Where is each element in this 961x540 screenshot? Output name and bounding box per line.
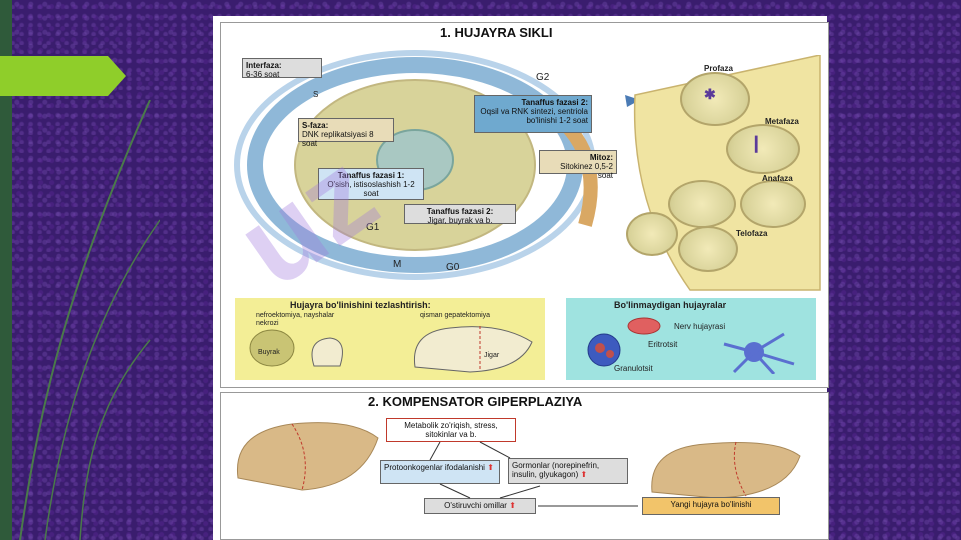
- anafaza-label: Anafaza: [762, 174, 793, 183]
- kidney-label: Buyrak: [258, 349, 280, 356]
- sfaza-box: S-faza:DNK replikatsiyasi 8 soat: [298, 118, 394, 148]
- tanaffus2-bottom-box: Tanaffus fazasi 2:Jigar, buyrak va b.: [404, 204, 516, 225]
- cycle-label-m2: M: [393, 259, 402, 270]
- profaza-cell: [680, 72, 750, 126]
- profaza-chromosomes: ✱: [704, 86, 716, 102]
- accelerate-left-note: nefroektomiya, nayshalar nekrozi: [256, 312, 335, 327]
- metafaza-label: Metafaza: [765, 117, 799, 126]
- anafaza-cell-2: [740, 180, 806, 228]
- blood-cells-illustration: [587, 317, 795, 374]
- section1-title: 1. HUJAYRA SIKLI: [440, 25, 553, 40]
- liver-label: Jigar: [484, 352, 500, 359]
- cycle-label-g2: G2: [536, 72, 550, 83]
- liver-left-illustration: [236, 422, 379, 491]
- cycle-label-s: S: [313, 90, 319, 99]
- decorative-lines: [19, 100, 160, 540]
- tanaffus2-top-box: Tanaffus fazasi 2:Oqsil va RNK sintezi, …: [474, 95, 592, 133]
- nondividing-title: Bo'linmaydigan hujayralar: [614, 300, 727, 310]
- metafaza-cell: [726, 124, 800, 174]
- mitoz-box: Mitoz:Sitokinez 0,5-2 soat: [539, 150, 617, 180]
- cycle-label-g1: G1: [366, 222, 380, 233]
- liver-right-illustration: [651, 441, 801, 499]
- interfaza-box: Interfaza:6-36 soat: [242, 58, 322, 79]
- cycle-label-g0: G0: [446, 262, 460, 273]
- telofaza-label: Telofaza: [736, 229, 768, 238]
- erythrocyte-label: Eritrotsit: [648, 340, 678, 349]
- accelerate-title: Hujayra bo'linishini tezlashtirish:: [290, 300, 431, 310]
- metafaza-chromosomes: ┃: [752, 136, 761, 152]
- kidney-illustration: [249, 329, 343, 367]
- granulocyte-label: Granulotsit: [614, 364, 653, 373]
- left-accent-bar: [0, 0, 12, 540]
- metabolic-stress-box: Metabolik zo'riqish, stress, sitokinlar …: [386, 418, 516, 442]
- up-arrow-icon: ⬆: [509, 501, 516, 510]
- up-arrow-icon: ⬆: [580, 470, 588, 479]
- anafaza-cell: [668, 180, 736, 228]
- hormones-box: Gormonlar (norepinefrin, insulin, glyuka…: [508, 458, 628, 484]
- protooncogenes-box: Protoonkogenlar ifodalanishi ⬆: [380, 460, 500, 484]
- flow-arrows: [429, 441, 638, 507]
- nerve-cell-label: Nerv hujayrasi: [674, 322, 726, 331]
- green-arrow-shape: [0, 56, 126, 96]
- profaza-label: Profaza: [704, 64, 733, 73]
- accelerate-right-note: qisman gepatektomiya: [420, 312, 491, 319]
- tanaffus1-box: Tanaffus fazasi 1:O'sish, istisoslashish…: [318, 168, 424, 200]
- liver-illustration: [413, 326, 533, 373]
- new-cell-division-box: Yangi hujayra bo'linishi: [642, 497, 780, 515]
- telofaza-cell: [626, 212, 678, 256]
- growth-factors-box: O'stiruvchi omillar ⬆: [424, 498, 536, 514]
- up-arrow-icon: ⬆: [487, 463, 494, 472]
- telofaza-cell-2: [678, 226, 738, 272]
- section2-title: 2. KOMPENSATOR GIPERPLAZIYA: [368, 394, 583, 409]
